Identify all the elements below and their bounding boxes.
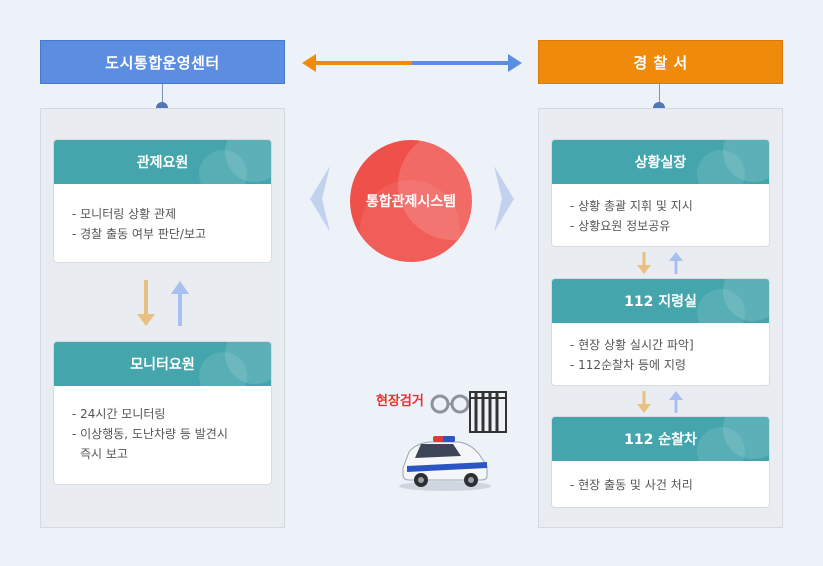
arrow-up-icon [171,281,189,326]
situation-item-2: - 상황요원 정보공유 [570,219,671,233]
scene-arrest-label: 현장검거 [376,394,424,409]
situation-chief-header: 상황실장 [552,140,769,184]
arrow-up-icon [669,391,683,413]
arrow-down-icon [637,252,651,274]
dispatch-item-2: - 112순찰차 등에 지령 [570,358,686,372]
arrow-left-head [302,54,316,72]
left-connector [162,84,163,106]
left-exchange-arrows [137,280,189,326]
police-car-icon [399,436,491,491]
monitor-card: 모니터요원 - 24시간 모니터링 - 이상행동, 도난차량 등 발견시 즉시 … [53,341,272,485]
situation-item-1: - 상황 총괄 지휘 및 지시 [570,199,693,213]
right-exchange-arrows-2 [637,391,683,413]
arrow-down-icon [637,391,651,413]
handcuffs-icon [430,394,470,414]
arrow-right-head [508,54,522,72]
police-station-title: 경 찰 서 [633,53,688,72]
monitor-item-2: - 이상행동, 도난차량 등 발견시 [72,427,228,441]
bidirectional-arrow [302,54,522,72]
jail-bars-icon [469,391,507,433]
right-exchange-arrows-1 [637,252,683,274]
dispatch-item-1: - 현장 상황 실시간 파악] [570,338,694,352]
situation-chief-card: 상황실장 - 상황 총괄 지휘 및 지시 - 상황요원 정보공유 [551,139,770,247]
dispatch-room-card: 112 지령실 - 현장 상황 실시간 파악] - 112순찰차 등에 지령 [551,278,770,386]
arrow-down-icon [137,280,155,326]
monitor-item-3: 즉시 보고 [80,447,128,461]
patrol-car-card: 112 순찰차 - 현장 출동 및 사건 처리 [551,416,770,508]
patrol-car-title: 112 순찰차 [624,432,697,448]
patrol-car-header: 112 순찰차 [552,417,769,461]
chevron-left-icon [310,166,330,232]
dispatch-room-header: 112 지령실 [552,279,769,323]
operator-card-header: 관제요원 [54,140,271,184]
city-center-title: 도시통합운영센터 [105,53,220,72]
operator-card: 관제요원 - 모니터링 상황 관제 - 경찰 출동 여부 판단/보고 [53,139,272,263]
city-center-header: 도시통합운영센터 [40,40,285,84]
patrol-item-1: - 현장 출동 및 사건 처리 [570,478,693,492]
right-connector [659,84,660,106]
police-station-header: 경 찰 서 [538,40,783,84]
monitor-card-header: 모니터요원 [54,342,271,386]
chevron-right-icon [494,166,514,232]
operator-item-2: - 경찰 출동 여부 판단/보고 [72,227,207,241]
integrated-system-label: 통합관제시스템 [365,194,457,210]
situation-chief-title: 상황실장 [634,155,687,171]
dispatch-room-title: 112 지령실 [624,294,697,310]
monitor-card-title: 모니터요원 [130,357,195,373]
monitor-item-1: - 24시간 모니터링 [72,407,166,421]
operator-item-1: - 모니터링 상황 관제 [72,207,177,221]
operator-card-title: 관제요원 [136,155,189,171]
arrow-up-icon [669,252,683,274]
integrated-system-circle: 통합관제시스템 [350,140,472,262]
